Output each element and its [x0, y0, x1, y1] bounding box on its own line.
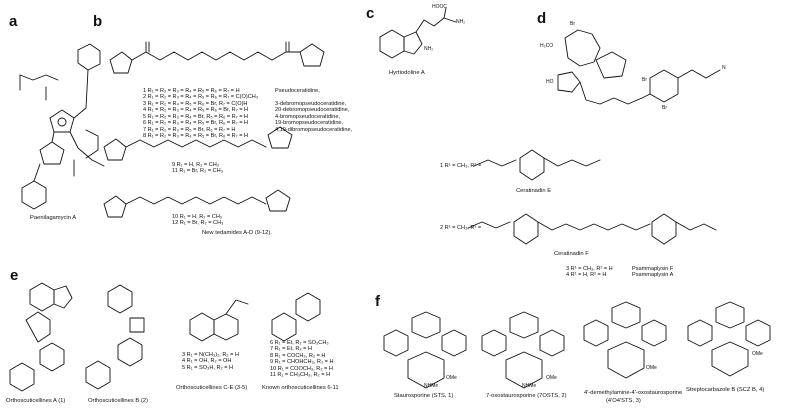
7osts-structure [481, 311, 565, 389]
ome-label: OMe [646, 365, 657, 371]
nhme-label: NHMe [424, 383, 439, 389]
ceratinadin-f-caption: Ceratinadin F [554, 251, 589, 257]
psammaplysin-structure [557, 29, 721, 105]
psammaplysin-legend: 3 R¹ = CH₃, R² = H 4 R¹ = H, R² = H [566, 266, 613, 279]
legend-line: 6 R₁ = R₂ = R₃ = R₄ = R₅ = Br, R₆ = R₇ =… [143, 120, 249, 127]
ceratinadin-f-r-label: 2 R¹ = CH₃, R² = [440, 225, 482, 231]
legend-line: 9 R₁ = H, R₂ = CH₃ [172, 162, 220, 168]
hooc-label: HOOC [432, 4, 447, 10]
staurosporine-structures [383, 301, 771, 389]
sts-caption: Staurosporine (STS, 1) [394, 393, 454, 399]
4o4sts-caption-line1: 4'-demethylamine-4'-oxostaurosporine [584, 390, 683, 396]
4o4sts-structure [583, 301, 667, 379]
legend-line: 7 R₁ = Et, R₂ = H [270, 346, 312, 353]
paenilagamycin-structure [19, 43, 105, 210]
legend-line: 3 R₁ = N(CH₃)₂, R₂ = H [182, 352, 239, 358]
orthoscuticelline-known-caption: Known orthoscuticellines 6-11 [262, 385, 339, 391]
legend-line: 4 R₁ = R₂ = R₃ = R₄ = R₅ = R₆ = Br, R₇ =… [143, 107, 249, 114]
tedamide-caption: New tedamides A-D (9-12). [202, 230, 272, 236]
compound-name: Pseudoceratidine, [275, 88, 320, 94]
panel-a-letter: a [9, 13, 18, 30]
legend-line: 5 R₁ = R₂ = R₃ = R₄ = Br, R₅ = R₆ = R₇ =… [143, 113, 249, 120]
tedamide-legend-2: 10 R₁ = H, R₂ = CH₃ 12 R₁ = Br, R₂ = CH₃ [172, 214, 223, 227]
compound-name: 19-bromopseudoceratidine, [275, 120, 344, 127]
legend-line: 3 R¹ = CH₃, R² = H [566, 266, 613, 272]
ceratinadin-structures [467, 149, 717, 245]
panel-b-letter: b [93, 13, 103, 30]
tedamide-legend-1: 9 R₁ = H, R₂ = CH₃ 11 R₁ = Br, R₂ = CH₃ [172, 162, 223, 175]
orthoscuticelline-cde-legend: 3 R₁ = N(CH₃)₂, R₂ = H 4 R₁ = OH, R₂ = O… [182, 352, 239, 371]
br-label: Br [570, 21, 575, 27]
legend-line: 9 R₁ = CHOHCH₃, R₂ = H [270, 359, 334, 366]
panel-c-letter: c [366, 5, 375, 22]
br-label: Br [642, 77, 647, 83]
sts-structure [383, 311, 467, 389]
legend-line: 10 R₁ = H, R₂ = CH₃ [172, 214, 223, 220]
pseudoceratidine-legend: 1 R₁ = R₂ = R₃ = R₄ = R₅ = R₆ = R₇ = H 2… [143, 88, 258, 139]
ome-label: OMe [752, 351, 763, 357]
hydroxyl-label: HO [546, 79, 554, 85]
psammaplysin-names: Psammaplysin F Psammaplysin A [632, 266, 673, 279]
legend-line: 4 R¹ = H, R² = H [566, 272, 607, 279]
sczb-structure [687, 301, 771, 377]
n-label: N [722, 65, 726, 71]
hyrtiodoline-caption: Hyrtiodoline A [389, 70, 425, 76]
orthoscuticelline-b-caption: Orthoscuticellines B (2) [88, 398, 148, 404]
ceratinadin-e-r-label: 1 R¹ = CH₃, R² = [440, 163, 482, 169]
hyrtiodoline-structure [379, 7, 457, 59]
legend-line: 2 R₁ = R₂ = R₃ = R₄ = R₅ = R₆ = R₇ = C(O… [143, 94, 259, 101]
legend-line: 12 R₁ = Br, R₂ = CH₃ [172, 220, 224, 227]
legend-line: 11 R₁ = Br, R₂ = CH₃ [172, 168, 223, 175]
panel-d-letter: d [537, 10, 547, 27]
legend-line: 6 R₁ = Et, R₂ = SO₃CH₃ [270, 340, 329, 346]
legend-line: 4 R₁ = OH, R₂ = OH [182, 358, 232, 365]
nhme-label: NHMe [522, 383, 537, 389]
compound-name: 4-bromopseudoceratidine, [275, 113, 340, 120]
pseudoceratidine-names: Pseudoceratidine, 3-debromopseudoceratid… [275, 88, 352, 133]
br-label: Br [662, 105, 667, 111]
legend-line: 5 R₁ = SO₃H, R₂ = H [182, 364, 234, 371]
legend-line: 10 R₁ = COOCH₃, R₂ = H [270, 365, 333, 372]
7osts-caption: 7-oxostaurosporine (7OSTS, 2) [486, 393, 567, 399]
compound-name: 4,19-dibromopseudoceratidine, [275, 126, 353, 133]
orthoscuticelline-known-legend: 6 R₁ = Et, R₂ = SO₃CH₃ 7 R₁ = Et, R₂ = H… [270, 340, 334, 379]
nh2-label: NH₂ [424, 46, 434, 52]
compound-name: Psammaplysin F [632, 266, 674, 272]
methoxy-label: H₃CO [540, 43, 554, 49]
paenilagamycin-caption: Paenilagamycin A [30, 215, 77, 221]
legend-line: 7 R₁ = R₂ = R₃ = R₅ = Br, R₆ = R₇ = H [143, 126, 236, 133]
ome-label: OMe [546, 375, 557, 381]
legend-line: 8 R₁ = R₂ = R₃ = R₄ = R₅ = Br, R₆ = R₇ =… [143, 132, 249, 139]
legend-line: 8 R₁ = COCH₃, R₂ = H [270, 352, 326, 359]
legend-line: 3 R₁ = R₂ = R₄ = R₅ = R₆ = Br, R₇ = C(O)… [143, 100, 248, 107]
compound-name: 3-debromopseudoceratidine, [275, 100, 347, 107]
orthoscuticelline-structures [9, 282, 321, 392]
ceratinadin-e-caption: Ceratinadin E [516, 188, 552, 194]
nh2-label: NH₂ [456, 19, 466, 25]
ome-label: OMe [446, 375, 457, 381]
compound-name: Psammaplysin A [632, 272, 674, 279]
pseudoceratidine-structure [109, 41, 325, 74]
orthoscuticelline-cde-caption: Orthoscuticellines C-E (3-5) [176, 385, 248, 391]
compound-name: 20-debromopseudoceratidine, [275, 107, 350, 114]
orthoscuticelline-a-caption: Orthoscuticellines A (1) [6, 398, 66, 404]
legend-line: 1 R₁ = R₂ = R₃ = R₄ = R₅ = R₆ = R₇ = H [143, 88, 240, 94]
tedamide-structures [103, 126, 293, 218]
4o4sts-caption-line2: (4'O4'STS, 3) [606, 398, 641, 404]
legend-line: 11 R₁ = CH₃CH₃, R₂ = H [270, 372, 331, 379]
sczb-caption: Streptocarbazole B (SCZ B, 4) [686, 387, 765, 393]
panel-f-letter: f [375, 293, 380, 310]
panel-e-letter: e [10, 267, 19, 284]
